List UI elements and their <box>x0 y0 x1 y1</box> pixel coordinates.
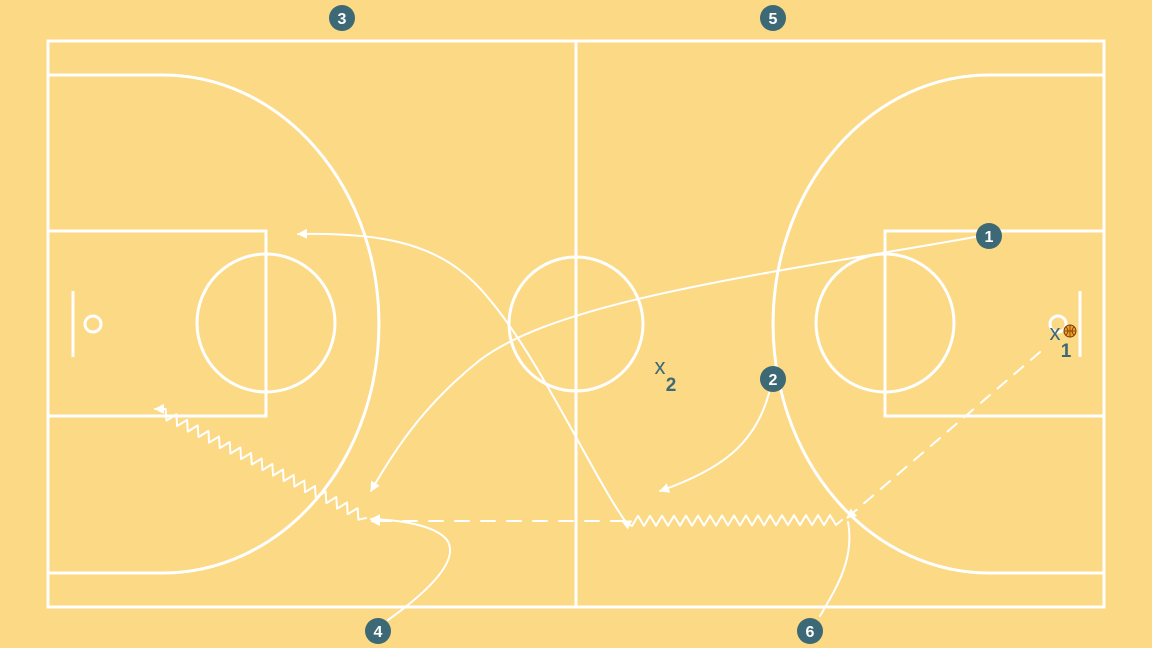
defender-number: 2 <box>666 375 677 396</box>
basketball-icon <box>1063 324 1077 338</box>
left-key <box>46 229 268 418</box>
player-marker-5: 5 <box>760 5 786 31</box>
players-layer: 1 2 3 4 5 6 <box>329 5 1002 644</box>
player-marker-1: 1 <box>976 223 1002 249</box>
right-free-throw-circle <box>814 252 956 394</box>
player-circle <box>760 5 786 31</box>
player-circle <box>797 618 823 644</box>
cut-line-cross-court <box>297 228 626 522</box>
cut-line-player-4 <box>370 514 452 621</box>
player-circle <box>760 366 786 392</box>
player-marker-6: 6 <box>797 618 823 644</box>
defender-letter: x <box>1050 320 1061 345</box>
player-marker-3: 3 <box>329 5 355 31</box>
player-label: 4 <box>374 624 383 641</box>
dribble-line-6 <box>621 514 843 530</box>
player-label: 2 <box>769 372 778 389</box>
player-label: 1 <box>985 229 994 246</box>
player-label: 3 <box>338 11 347 28</box>
player-circle <box>976 223 1002 249</box>
left-three-point-line <box>48 73 381 575</box>
defender-marker-x2: x2 <box>655 354 677 396</box>
defender-number: 1 <box>1061 341 1072 362</box>
left-hoop <box>83 314 103 334</box>
player-circle <box>365 618 391 644</box>
cut-line-player-6 <box>819 521 851 617</box>
right-hoop <box>1048 314 1068 334</box>
player-marker-4: 4 <box>365 618 391 644</box>
player-circle <box>329 5 355 31</box>
cut-line-player-1 <box>370 236 976 492</box>
cut-line-player-2 <box>659 392 770 493</box>
left-free-throw-circle <box>195 252 337 394</box>
player-label: 5 <box>769 11 778 28</box>
player-label: 6 <box>806 624 815 641</box>
right-three-point-line <box>771 73 1104 575</box>
defender-marker-x1: x1 <box>1050 320 1072 362</box>
movement-lines <box>154 228 1041 621</box>
player-marker-2: 2 <box>760 366 786 392</box>
dribble-line-4 <box>154 403 367 521</box>
defender-letter: x <box>655 354 666 379</box>
